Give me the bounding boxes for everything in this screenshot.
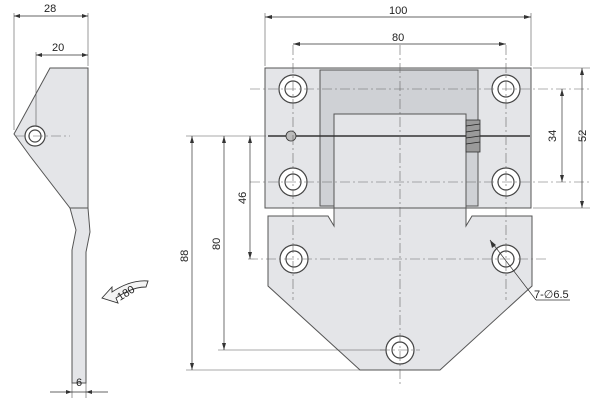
side-view: 28 20 6 180 (13, 3, 149, 398)
dim-100-label: 100 (389, 5, 407, 17)
rotation-arrow-icon (101, 280, 149, 304)
dim-88-label: 88 (179, 250, 191, 262)
dim-6-label: 6 (76, 377, 82, 389)
center-lines (248, 45, 590, 385)
dim-46-label: 46 (237, 192, 249, 204)
side-view-arm (69, 207, 91, 384)
set-screw-icon (285, 130, 297, 142)
hole-callout-leader (489, 239, 537, 301)
dim-34-label: 34 (547, 130, 559, 142)
dim-80-horizontal-label: 80 (392, 32, 404, 44)
hole-callout-label: 7-∅6.5 (534, 289, 569, 301)
dim-20-label: 20 (52, 42, 64, 54)
dim-52-label: 52 (577, 130, 589, 142)
dim-28-label: 28 (44, 3, 56, 15)
front-view: 100 80 52 34 88 80 46 (179, 5, 590, 385)
dim-80-vertical-label: 80 (211, 238, 223, 250)
